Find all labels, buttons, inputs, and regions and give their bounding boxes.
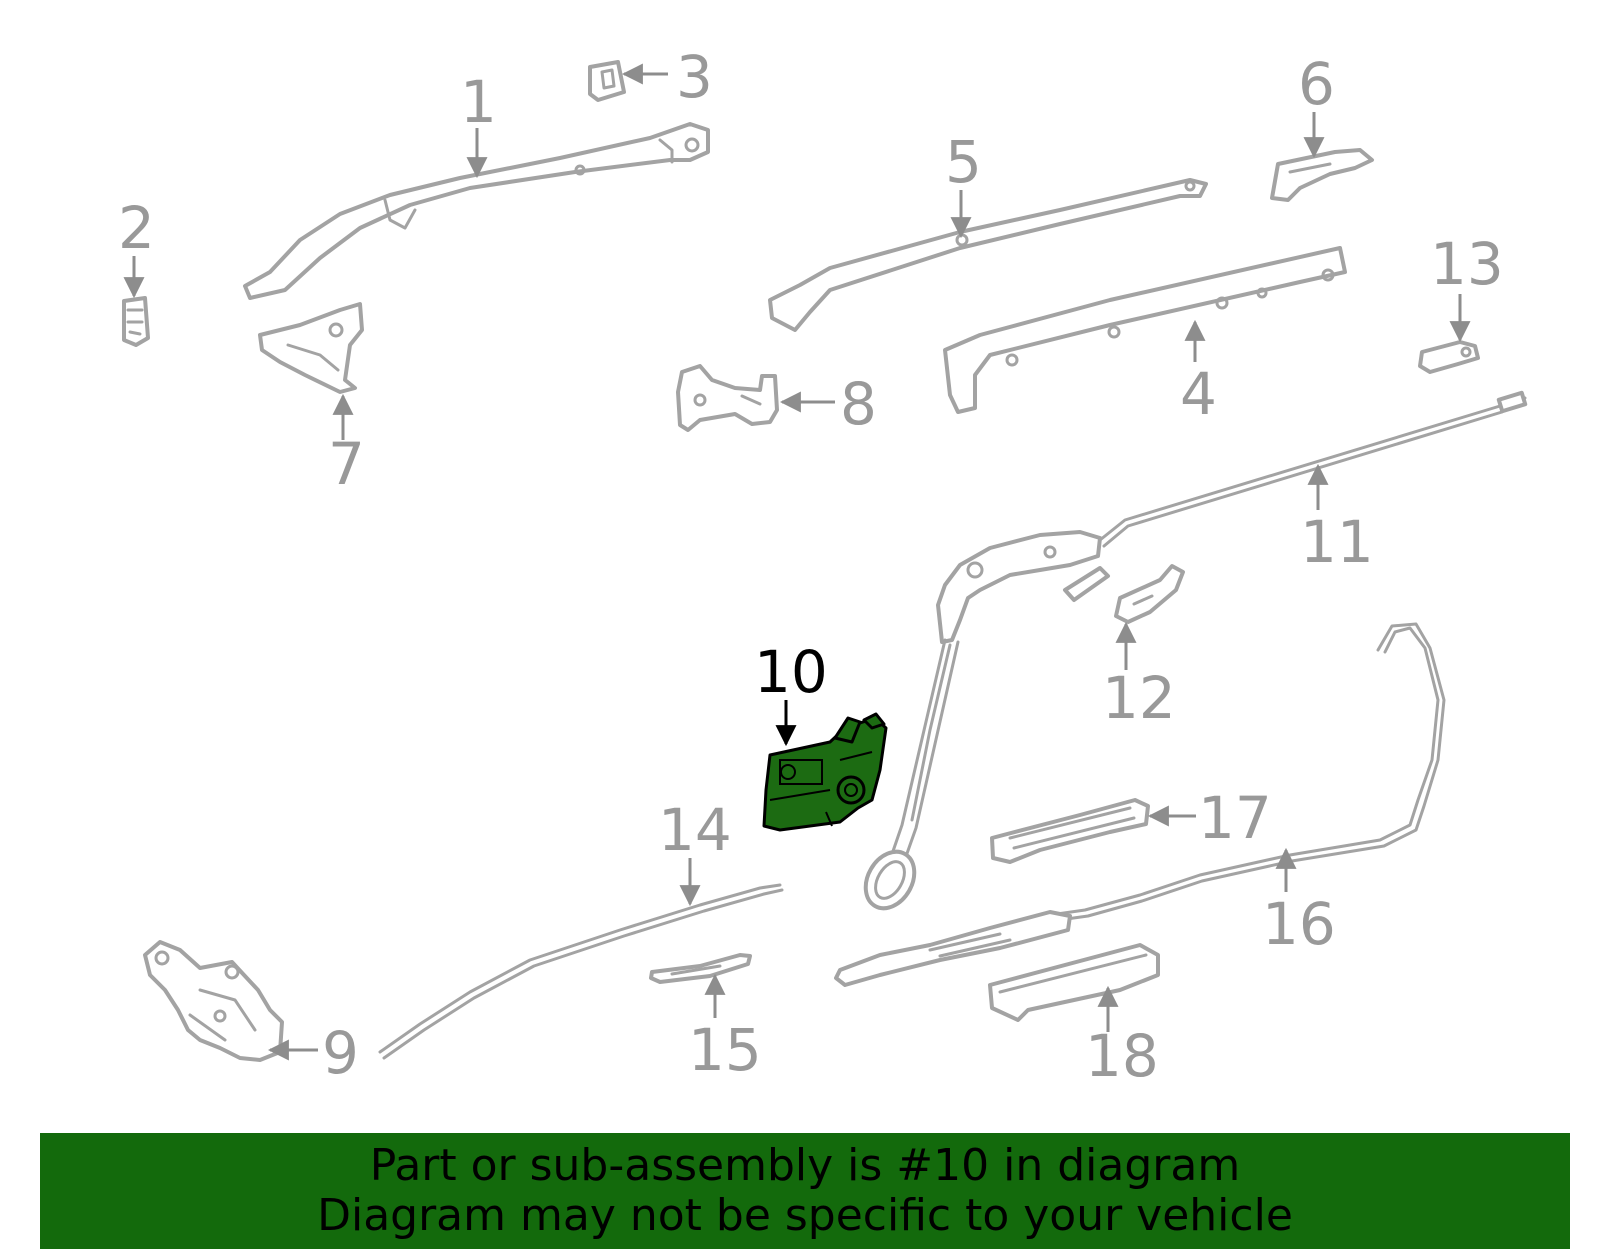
callout-10: 10 (754, 638, 828, 747)
part-13-bracket[interactable] (1418, 340, 1480, 374)
callout-6: 6 (1298, 50, 1335, 159)
svg-text:16: 16 (1262, 890, 1336, 958)
part-6-bracket[interactable] (1270, 148, 1374, 202)
part-3-block[interactable] (588, 60, 626, 102)
part-14-strip[interactable] (378, 883, 784, 1060)
callout-11: 11 (1300, 463, 1374, 576)
callout-3: 3 (621, 43, 713, 111)
svg-text:1: 1 (460, 68, 497, 136)
part-8-bracket[interactable] (676, 364, 779, 432)
banner-line-1: Part or sub-assembly is #10 in diagram (369, 1140, 1241, 1191)
svg-text:11: 11 (1300, 508, 1374, 576)
part-10-motor-highlighted[interactable] (762, 712, 888, 832)
part-18-channel[interactable] (988, 943, 1160, 1022)
svg-text:8: 8 (840, 370, 877, 438)
part-4-rail[interactable] (943, 246, 1347, 414)
callout-2: 2 (118, 194, 155, 299)
part-11-cable-assembly[interactable] (856, 390, 1528, 917)
svg-text:4: 4 (1180, 360, 1217, 428)
banner-line-2: Diagram may not be specific to your vehi… (317, 1190, 1293, 1241)
part-7-bracket[interactable] (258, 302, 364, 394)
callout-5: 5 (945, 128, 982, 239)
callout-12: 12 (1102, 621, 1176, 732)
part-1-roof-rail[interactable] (243, 122, 710, 300)
svg-text:17: 17 (1198, 784, 1272, 852)
svg-text:9: 9 (322, 1019, 359, 1087)
svg-text:6: 6 (1298, 50, 1335, 118)
callout-15: 15 (688, 973, 762, 1084)
callout-8: 8 (779, 370, 877, 438)
part-9-bracket[interactable] (143, 940, 284, 1062)
svg-text:14: 14 (658, 796, 732, 864)
callout-16: 16 (1262, 847, 1336, 958)
svg-text:15: 15 (688, 1016, 762, 1084)
callout-14: 14 (658, 796, 732, 907)
part-16-wire-harness[interactable] (834, 622, 1446, 987)
svg-text:5: 5 (945, 128, 982, 196)
part-2-clip[interactable] (122, 296, 150, 347)
callout-13: 13 (1430, 230, 1504, 343)
part-15-bracket[interactable] (649, 953, 752, 984)
callout-17: 17 (1147, 784, 1272, 852)
svg-text:10: 10 (754, 638, 828, 706)
callout-18: 18 (1085, 985, 1159, 1090)
svg-text:2: 2 (118, 194, 155, 262)
callout-7: 7 (328, 393, 365, 498)
callout-4: 4 (1180, 319, 1217, 428)
part-17-bracket[interactable] (990, 798, 1150, 864)
callout-9: 9 (267, 1019, 359, 1087)
svg-text:12: 12 (1102, 664, 1176, 732)
svg-text:7: 7 (328, 430, 365, 498)
callout-1: 1 (460, 68, 497, 179)
svg-text:3: 3 (676, 43, 713, 111)
part-12-bracket[interactable] (1114, 564, 1185, 624)
info-banner: Part or sub-assembly is #10 in diagram D… (40, 1133, 1570, 1249)
svg-text:18: 18 (1085, 1022, 1159, 1090)
svg-text:13: 13 (1430, 230, 1504, 298)
